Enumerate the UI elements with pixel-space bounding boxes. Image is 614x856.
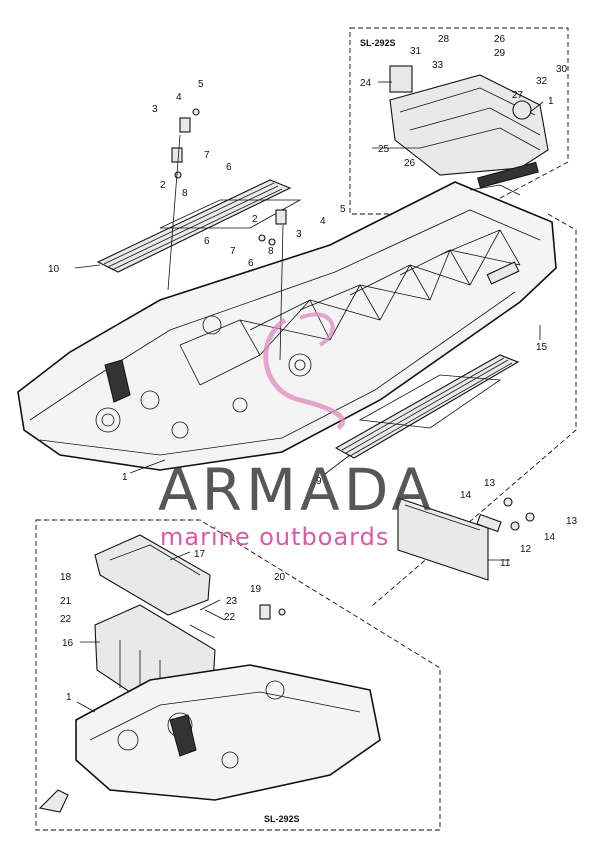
- front-arrow-marker: [38, 789, 69, 813]
- callout-26: 26: [404, 158, 416, 169]
- callout-7: 7: [230, 246, 236, 257]
- inset-guide-right: [371, 213, 577, 607]
- callout-18: 18: [60, 572, 72, 583]
- lower-hull-inset: [75, 664, 381, 801]
- silencer-cover-17: [94, 534, 211, 616]
- callout-22: 22: [60, 614, 72, 625]
- callout-21: 21: [60, 596, 72, 607]
- inset-box-bottom-left: [35, 519, 441, 831]
- plate-11: [397, 497, 489, 581]
- callout-4: 4: [176, 92, 182, 103]
- callout-19: 19: [250, 584, 262, 595]
- callout-26: 26: [494, 34, 506, 45]
- callout-2: 2: [160, 180, 166, 191]
- callout-10: 10: [48, 264, 60, 275]
- callout-1: 1: [548, 96, 554, 107]
- callout-13: 13: [484, 478, 496, 489]
- fastener-group-right: [476, 497, 535, 533]
- callout-33: 33: [432, 60, 444, 71]
- watermark-title: ARMADA: [158, 456, 435, 524]
- callout-32: 32: [536, 76, 548, 87]
- small-hardware-19-20: [189, 604, 286, 639]
- callout-14: 14: [460, 490, 472, 501]
- callout-22: 22: [224, 612, 236, 623]
- callout-labels: 1 1 1 2 2 3 3 4 4 5 5 6 6 6 7 7 8 8 9 10…: [48, 34, 578, 703]
- inset-label-top: SL-292S: [360, 38, 396, 48]
- callout-27: 27: [512, 90, 524, 101]
- fastener-group-left: [167, 108, 287, 361]
- callout-1: 1: [122, 472, 128, 483]
- callout-8: 8: [182, 188, 188, 199]
- callout-5: 5: [340, 204, 346, 215]
- callout-12: 12: [520, 544, 532, 555]
- leader-lines: [74, 81, 544, 713]
- callout-9: 9: [316, 476, 322, 487]
- callout-24: 24: [360, 78, 372, 89]
- callout-5: 5: [198, 79, 204, 90]
- watermark-subtitle: marine outboards: [160, 523, 389, 551]
- callout-6: 6: [204, 236, 210, 247]
- callout-16: 16: [62, 638, 74, 649]
- callout-11: 11: [500, 558, 511, 569]
- callout-17: 17: [194, 549, 206, 560]
- callout-7: 7: [204, 150, 210, 161]
- callout-30: 30: [556, 64, 568, 75]
- callout-20: 20: [274, 572, 286, 583]
- callout-6: 6: [248, 258, 254, 269]
- callout-15: 15: [536, 342, 548, 353]
- callout-1: 1: [66, 692, 72, 703]
- callout-14: 14: [544, 532, 556, 543]
- main-hull: [17, 181, 557, 471]
- inset-label-bottom: SL-292S: [264, 814, 300, 824]
- frame-section-inset: [389, 65, 549, 189]
- callout-4: 4: [320, 216, 326, 227]
- step-pad-10: [96, 179, 302, 273]
- callout-8: 8: [268, 246, 274, 257]
- callout-2: 2: [252, 214, 258, 225]
- callout-29: 29: [494, 48, 506, 59]
- watermark-logo: ARMADA marine outboards: [158, 312, 435, 551]
- callout-31: 31: [410, 46, 422, 57]
- callout-25: 25: [378, 144, 390, 155]
- callout-23: 23: [226, 596, 238, 607]
- step-pad-9: [334, 354, 520, 459]
- callout-6: 6: [226, 162, 232, 173]
- callout-28: 28: [438, 34, 450, 45]
- callout-3: 3: [296, 229, 302, 240]
- callout-3: 3: [152, 104, 158, 115]
- callout-13: 13: [566, 516, 578, 527]
